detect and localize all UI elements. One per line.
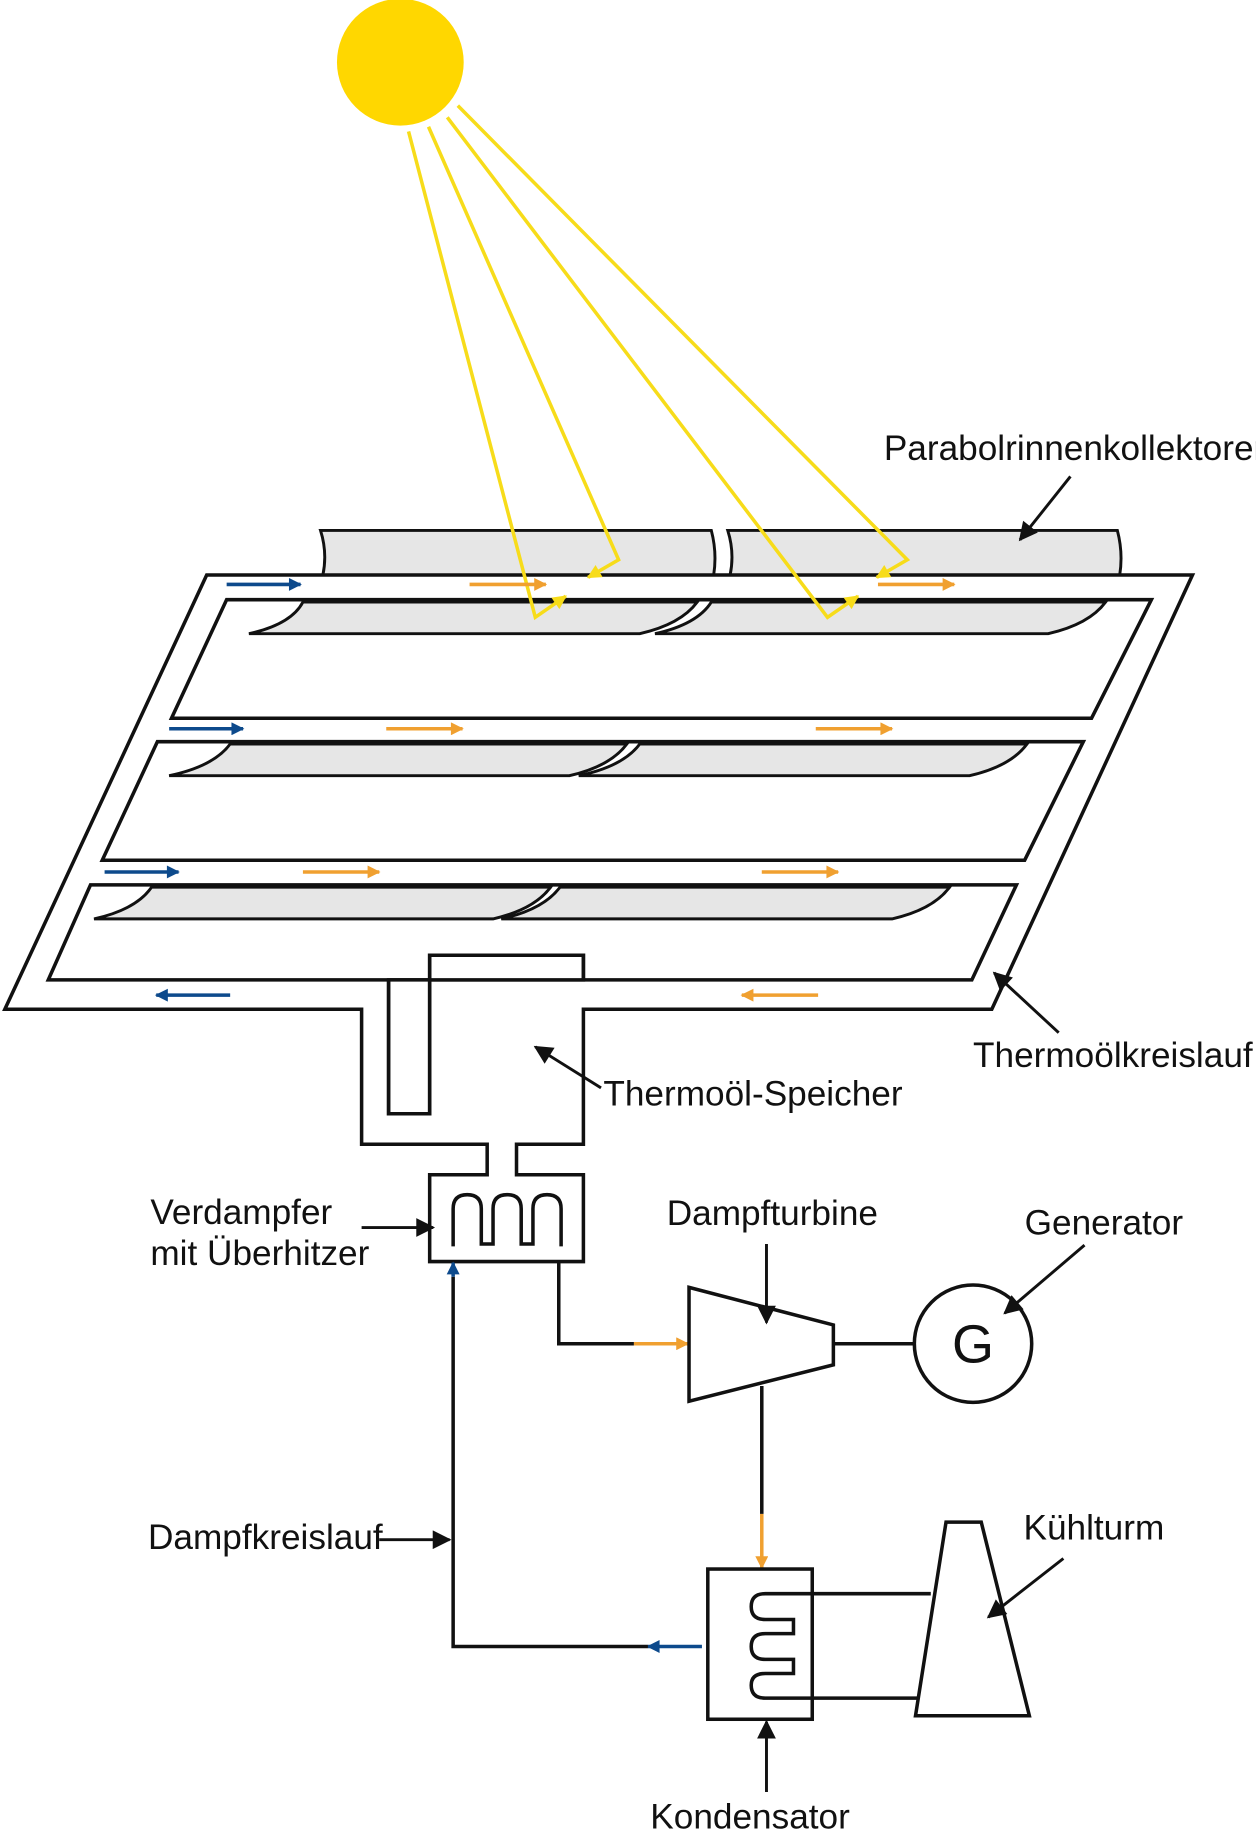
pointer-arrows [361, 475, 1086, 1793]
collector-trough [248, 600, 701, 636]
hot-flow-arrows [302, 577, 956, 1570]
sun-rays [406, 104, 911, 621]
label-cooling-tower: Kühlturm [1023, 1509, 1164, 1548]
generator-icon[interactable]: G [912, 1283, 1034, 1405]
steam-pipe-to-turbine [556, 1261, 634, 1346]
thermal-oil-loop [2, 573, 1196, 1264]
condensate-return-pipe [451, 1276, 648, 1649]
turbine-icon[interactable] [687, 1285, 836, 1404]
collector-trough [500, 885, 953, 921]
cooling-tower-icon[interactable] [913, 1520, 1032, 1718]
generator-symbol: G [952, 1314, 994, 1374]
cold-flow-arrows [104, 577, 702, 1653]
collector-trough [168, 742, 630, 778]
collector-fronts [93, 600, 1109, 921]
label-evaporator-line2: mit Überhitzer [150, 1234, 369, 1273]
pointer-generator [1003, 1244, 1086, 1315]
pointer-cooling-tower [986, 1557, 1065, 1619]
pointer-storage [533, 1045, 602, 1090]
label-evaporator-line1: Verdampfer [150, 1193, 332, 1232]
label-oil-storage: Thermoöl-Speicher [603, 1074, 902, 1113]
steam-loop [451, 1261, 931, 1700]
label-condenser: Kondensator [650, 1797, 850, 1836]
condenser-coil [749, 1591, 813, 1700]
pointer-collectors [1018, 475, 1072, 542]
oil-storage-tank-wall [386, 953, 586, 1116]
condenser-icon[interactable] [706, 1567, 815, 1722]
collector-trough [578, 742, 1030, 778]
sun-ray [406, 130, 567, 621]
label-collectors: Parabolrinnenkollektoren [884, 429, 1256, 468]
sun-ray [456, 104, 911, 579]
label-generator: Generator [1025, 1204, 1184, 1243]
collector-trough [93, 885, 554, 921]
label-oil-loop: Thermoölkreislauf [973, 1036, 1253, 1075]
label-steam-turbine: Dampfturbine [667, 1194, 878, 1233]
sun-ray [445, 116, 860, 620]
sun-icon [336, 0, 464, 126]
sun-ray [426, 126, 621, 579]
pointer-oil-loop [992, 971, 1060, 1034]
generator-circle [912, 1283, 1034, 1405]
label-steam-loop: Dampfkreislauf [148, 1518, 383, 1557]
collector-trough [725, 528, 1123, 577]
oil-storage-tank [386, 953, 586, 1116]
collector-trough [654, 600, 1109, 636]
evaporator-icon [451, 1192, 563, 1247]
